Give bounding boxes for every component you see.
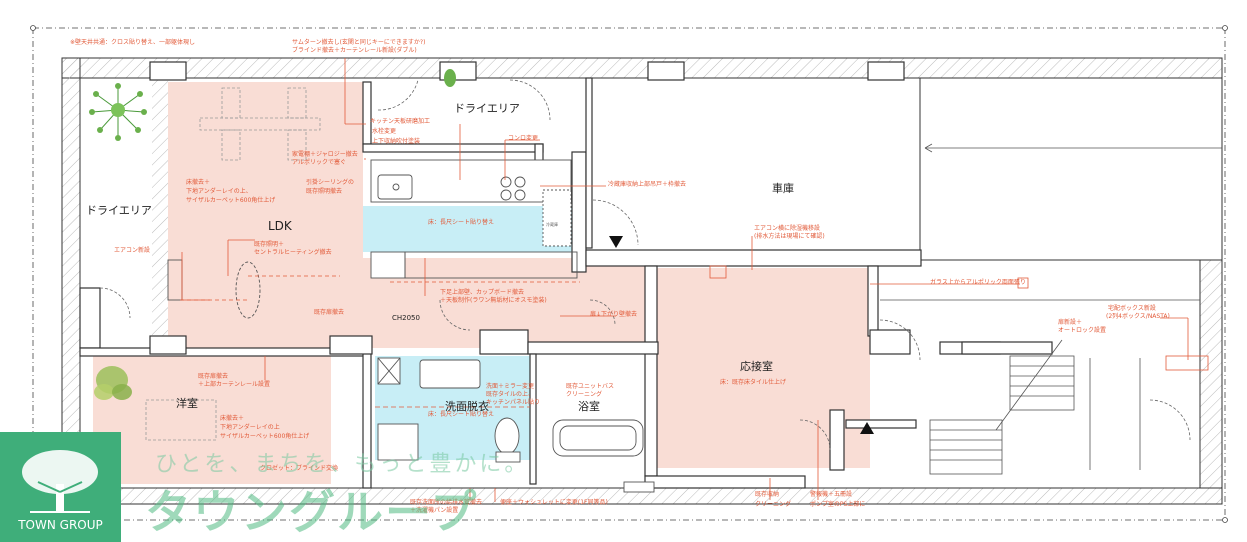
annotation: サムターン撤去し(玄関と同じキーにできますか?) xyxy=(292,38,425,46)
room-labels: LDK ドライエリア ドライエリア 車庫 応接室 洋室 洗面脱衣 浴室 CH20… xyxy=(86,102,794,413)
annotation: 下地アンダーレイの上、 xyxy=(186,187,252,195)
annotation: 既存収納 xyxy=(755,490,779,498)
annotation: ＋洗濯機パン設置 xyxy=(410,506,458,514)
annotation: クリーニング xyxy=(755,500,791,508)
kitchen-floor-fill xyxy=(363,206,578,252)
annotation: 家電棚＋ジャロジー撤去 xyxy=(292,150,358,158)
room-label-bathroom: 浴室 xyxy=(578,399,600,413)
plant-icon xyxy=(444,69,456,87)
annotation: 既存タイルの上、 xyxy=(486,390,534,398)
inner-walls xyxy=(79,61,1053,489)
room-label-washroom: 洗面脱衣 xyxy=(445,399,489,413)
tree-icon xyxy=(22,450,98,513)
logo-text: TOWN GROUP xyxy=(18,518,103,532)
annotation: 床：既存床タイル仕上げ xyxy=(720,378,786,386)
annotation: 既存照明撤去 xyxy=(306,187,342,195)
slogan: ひとを、まちを、もっと豊かに。 xyxy=(155,452,530,477)
annotation: エアコン新設 xyxy=(114,246,150,254)
fridge-space xyxy=(542,189,572,247)
room-fills xyxy=(93,82,870,484)
annotation: セントラルヒーティング撤去 xyxy=(254,248,332,256)
annotation: アルポリックで塞ぐ xyxy=(292,158,346,166)
annotation: オートロック設置 xyxy=(1058,326,1106,334)
annotation: 既存扉撤去 xyxy=(198,372,228,380)
annotation: キッチンパネル貼り xyxy=(486,398,540,406)
annotation: ※壁天井共通：クロス貼り替え、一部躯体現し xyxy=(70,38,195,46)
plant-icon xyxy=(94,366,132,400)
annotation: コンロ変更 xyxy=(508,134,538,142)
annotation: エアコン横に除湿機移設 xyxy=(754,224,820,232)
room-label-ldk: LDK xyxy=(268,219,293,233)
ceiling-height-label: CH2050 xyxy=(392,314,420,322)
room-label-reception: 応接室 xyxy=(740,359,773,373)
annotation: 既存洗面所の給排水管撤去 xyxy=(410,498,482,506)
ldk-fill xyxy=(168,82,363,348)
annotation: 既存扉撤去 xyxy=(314,308,344,316)
triangle-marks xyxy=(609,236,874,434)
level-mark-icon xyxy=(609,236,623,248)
level-mark-icon xyxy=(860,422,874,434)
annotation: ＋天板制作(ラワン無垢材にオスモ塗装) xyxy=(440,296,547,304)
town-group-logo: TOWN GROUP xyxy=(0,432,121,542)
annotation: 冷蔵庫収納上部吊戸＋枠撤去 xyxy=(608,180,686,188)
annotation: 床：長尺シート貼り替え xyxy=(428,218,494,226)
annotation: 床：長尺シート貼り替え xyxy=(428,410,494,418)
annotation: ＋上部カーテンレール設置 xyxy=(198,380,270,388)
annotation: 下足上部壁、カップボード撤去 xyxy=(440,288,524,296)
stove-burner xyxy=(500,176,512,188)
annotation: クリーニング xyxy=(566,390,602,398)
annotation: 警報機＋五冊設 xyxy=(810,490,852,498)
plant-icon xyxy=(89,83,147,141)
room-label-dry-area-left: ドライエリア xyxy=(86,204,152,217)
annotation: 床撤去＋ xyxy=(220,414,244,422)
annotation: 引掛シーリングの xyxy=(306,178,354,186)
annotation: 冷蔵庫 xyxy=(546,221,558,227)
annotation: 便座＋ウォシュレットに変更(1F同等品) xyxy=(500,498,608,506)
annotation: サイザルカーペット600角仕上げ xyxy=(186,196,275,204)
annotation-leaders xyxy=(180,58,1209,502)
room-label-western: 洋室 xyxy=(176,396,198,410)
annotation: 既存ユニットバス xyxy=(566,382,614,390)
annotation: ポンプ室のPS上部に xyxy=(810,500,865,508)
annotation: 扉新設＋ xyxy=(1058,318,1082,326)
annotation: キッチン天板研磨加工 xyxy=(370,117,430,125)
annotation: 既存照明＋ xyxy=(254,240,284,248)
annotation: ブラインド撤去＋カーテンレール新設(ダブル) xyxy=(292,46,417,54)
doors xyxy=(99,79,1191,451)
fixtures xyxy=(167,159,655,493)
annotation: ガラス上からアルポリック両面張り xyxy=(930,278,1026,286)
annotation: 水栓変更 xyxy=(372,127,396,135)
annotation: 洗面＋ミラー変更 xyxy=(486,382,534,390)
annotations: ※壁天井共通：クロス貼り替え、一部躯体現し サムターン撤去し(玄関と同じキーにで… xyxy=(70,38,1170,514)
annotation: (排水方法は現場にて確認) xyxy=(754,232,825,240)
annotation: 宅配ボックス新設 xyxy=(1108,304,1156,312)
western-fill xyxy=(93,356,331,484)
annotation: クロゼット：ブラインド交換 xyxy=(260,464,338,472)
annotation: サイザルカーペット600角仕上げ xyxy=(220,432,309,440)
annotation: 下地アンダーレイの上 xyxy=(220,423,280,431)
annotation: (2列4ボックス/NASTA) xyxy=(1106,312,1170,320)
annotation: 上下収納吹付塗装 xyxy=(372,137,420,145)
annotation: 床撤去＋ xyxy=(186,178,210,186)
garage-lines xyxy=(880,143,1222,470)
stairs xyxy=(929,339,1075,475)
room-label-garage: 車庫 xyxy=(772,181,794,195)
room-label-dry-area-top: ドライエリア xyxy=(454,102,520,115)
dimension-lines xyxy=(30,25,1228,523)
brand-name: タウングループ xyxy=(145,485,479,539)
annotation: 扉↓下がり壁撤去 xyxy=(590,310,637,318)
dining-furniture xyxy=(145,87,321,441)
